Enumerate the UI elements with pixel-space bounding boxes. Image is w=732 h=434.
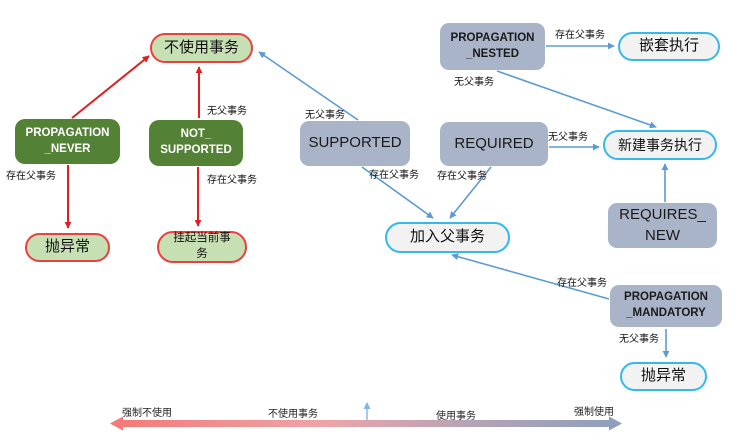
node-not-supported: NOT_ SUPPORTED [149, 120, 243, 166]
node-propagation-nested: PROPAGATION _NESTED [440, 23, 545, 70]
axis-label-force-no-transaction: 强制不使用 [122, 408, 172, 419]
node-nested-execution: 嵌套执行 [618, 32, 720, 61]
node-propagation-mandatory: PROPAGATION _MANDATORY [610, 285, 722, 327]
node-required: REQUIRED [440, 122, 548, 166]
label-mandatory-no-parent: 无父事务 [619, 334, 659, 345]
axis-label-use-transaction: 使用事务 [436, 411, 476, 422]
node-new-transaction-execution: 新建事务执行 [603, 130, 717, 160]
axis-label-force-use: 强制使用 [574, 407, 614, 418]
node-throw-exception-left: 抛异常 [25, 233, 110, 262]
label-required-no-parent: 无父事务 [548, 132, 588, 143]
label-nested-has-parent: 存在父事务 [555, 30, 605, 41]
label-mandatory-has-parent: 存在父事务 [557, 278, 607, 289]
label-nested-no-parent: 无父事务 [454, 77, 494, 88]
node-requires-new: REQUIRES_ NEW [608, 203, 717, 248]
label-never-has-parent: 存在父事务 [6, 171, 56, 182]
node-propagation-never: PROPAGATION _NEVER [15, 119, 120, 164]
label-supported-has-parent: 存在父事务 [369, 170, 419, 181]
spectrum-gradient-arrow [110, 416, 622, 431]
label-notsupported-no-parent: 无父事务 [207, 106, 247, 117]
node-suspend-current-transaction: 挂起当前事 务 [157, 231, 247, 263]
edge-nested-to-new-transaction [496, 70, 657, 129]
node-join-parent-transaction: 加入父事务 [385, 222, 510, 253]
node-throw-exception-right: 抛异常 [620, 362, 707, 391]
node-no-transaction: 不使用事务 [150, 33, 253, 63]
label-required-has-parent: 存在父事务 [437, 171, 487, 182]
label-notsupported-has-parent: 存在父事务 [207, 175, 257, 186]
edge-never-to-no-transaction [71, 55, 150, 119]
axis-label-no-transaction: 不使用事务 [268, 409, 318, 420]
node-supported: SUPPORTED [300, 121, 410, 166]
label-supported-no-parent: 无父事务 [305, 110, 345, 121]
